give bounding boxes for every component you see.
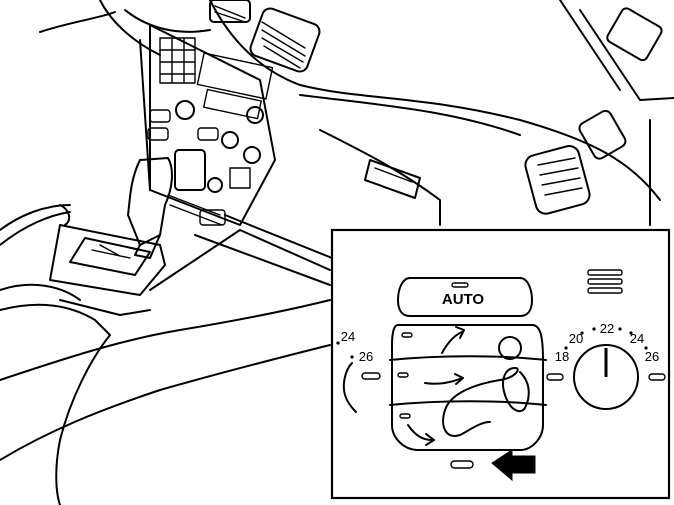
defrost-indicator bbox=[401, 332, 413, 338]
floor-arrow-icon bbox=[407, 424, 433, 441]
right-dial-knob[interactable] bbox=[573, 344, 639, 410]
right-dial-indicator-left bbox=[546, 373, 564, 381]
auto-button[interactable]: AUTO bbox=[397, 277, 533, 317]
recirculation-icon bbox=[498, 336, 522, 360]
passenger-icon bbox=[444, 367, 530, 413]
right-dial-indicator-right bbox=[648, 373, 666, 381]
defrost-arrow-icon bbox=[441, 331, 463, 354]
left-dial-indicator bbox=[361, 372, 381, 380]
bottom-indicator-lamp bbox=[450, 460, 474, 469]
right-dial-mark-18: 18 bbox=[555, 349, 569, 364]
right-dial-mark-20: 20 bbox=[569, 331, 583, 346]
climate-control-inset: AUTO 24 26 bbox=[330, 228, 671, 500]
pointer-arrow-icon bbox=[491, 449, 536, 482]
fan-speed-icon bbox=[587, 269, 623, 294]
top-air-vent bbox=[249, 7, 321, 73]
floor-indicator bbox=[399, 413, 411, 419]
air-distribution-panel[interactable] bbox=[389, 324, 547, 451]
corner-vent bbox=[606, 7, 663, 62]
seat-outlines bbox=[0, 204, 331, 505]
right-temperature-dial[interactable]: 18 20 22 24 26 bbox=[546, 321, 666, 410]
left-temperature-dial[interactable]: 24 26 bbox=[336, 329, 381, 413]
face-arrow-icon bbox=[424, 377, 463, 385]
right-dial-mark-22: 22 bbox=[600, 321, 614, 336]
right-air-vent bbox=[524, 145, 591, 215]
right-dial-mark-26: 26 bbox=[645, 349, 659, 364]
keypad bbox=[159, 37, 196, 84]
left-dial-mark-26: 26 bbox=[359, 349, 373, 364]
right-dial-mark-24: 24 bbox=[630, 331, 644, 346]
top-left-vent bbox=[209, 0, 251, 23]
gear-shifter bbox=[49, 157, 173, 296]
center-console bbox=[139, 24, 276, 226]
small-climate-panel bbox=[167, 149, 251, 226]
glovebox-handle bbox=[319, 129, 441, 226]
right-small-vent bbox=[578, 109, 627, 160]
callout-line bbox=[224, 214, 333, 259]
radio-unit bbox=[147, 52, 274, 164]
face-indicator bbox=[397, 372, 409, 378]
left-dial-mark-24: 24 bbox=[341, 329, 355, 344]
auto-button-label: AUTO bbox=[442, 291, 485, 308]
